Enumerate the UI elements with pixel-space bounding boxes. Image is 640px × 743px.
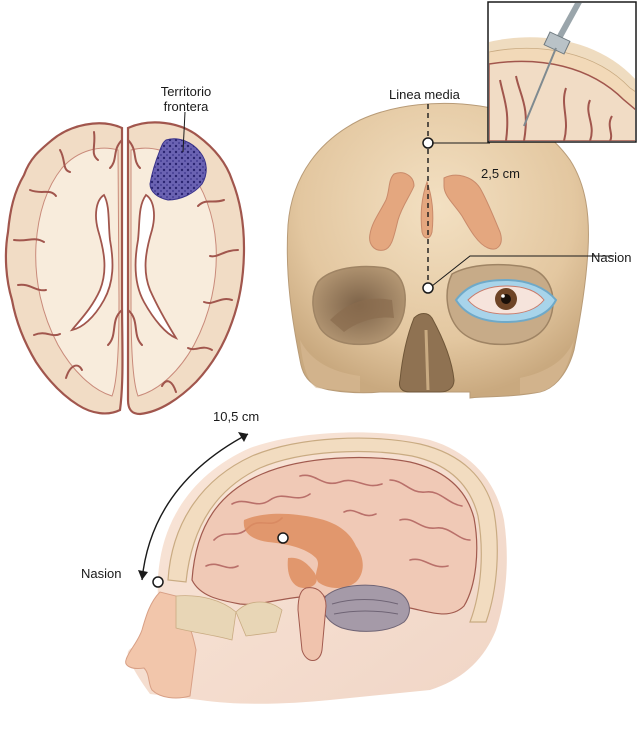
- label-distance-arc: 10,5 cm: [213, 409, 260, 424]
- skull-bone-sagittal: [167, 437, 498, 623]
- frontal-sinus-center: [420, 180, 434, 239]
- watershed-territory: [149, 138, 207, 201]
- label-distance-lateral: 2,5 cm: [481, 166, 521, 181]
- distance-arc: [141, 433, 249, 581]
- label-territorio-line2: frontera: [163, 99, 209, 114]
- ventricle-cast: [243, 513, 363, 588]
- frontal-sinus-right: [443, 174, 502, 250]
- nasion-marker-skull: [422, 282, 434, 294]
- entry-point-marker: [422, 137, 434, 149]
- frontal-sinus-left: [369, 172, 415, 251]
- ventricle-right: [134, 193, 179, 340]
- label-territorio-line1: Territorio: [160, 84, 212, 99]
- nasion-leader-line: [431, 255, 614, 287]
- label-nasion-head: Nasion: [81, 566, 122, 581]
- label-linea-media: Linea media: [389, 87, 460, 102]
- cerebellum: [322, 584, 410, 632]
- brainstem: [297, 587, 327, 661]
- brain-axial-section: [4, 111, 246, 416]
- label-nasion-skull: Nasion: [591, 250, 632, 265]
- eye: [454, 278, 558, 324]
- catheter-inset: [487, 1, 637, 143]
- ventricle-left: [69, 193, 114, 332]
- skull-frontal-view: [286, 102, 614, 399]
- ventricle-target-marker: [277, 532, 289, 544]
- head-sagittal-section: [125, 432, 507, 704]
- nasion-marker-head: [152, 576, 164, 588]
- label-territorio-frontera: Territorio frontera: [150, 84, 222, 114]
- watershed-leader-line: [182, 111, 186, 153]
